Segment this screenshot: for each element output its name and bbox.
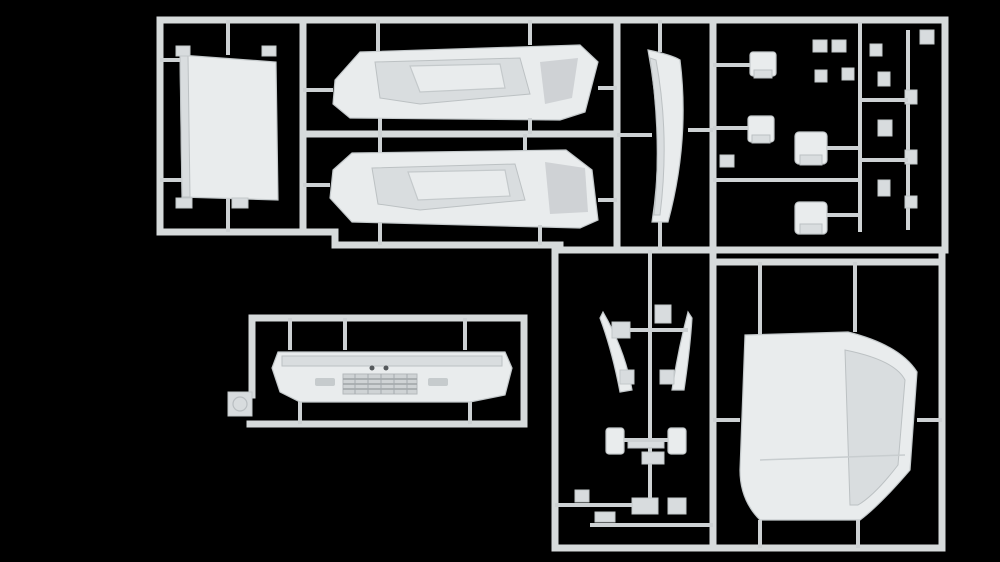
backing-panel — [160, 20, 279, 232]
door-panel-lower — [303, 134, 617, 245]
hood-panel — [713, 262, 942, 548]
small-parts-cluster-upper — [713, 29, 935, 235]
door-panel-upper — [303, 20, 617, 134]
bumper-grille — [342, 373, 418, 395]
front-bumper — [271, 351, 513, 403]
lower-right-sprue-frame — [551, 246, 946, 552]
small-parts-cluster-lower — [555, 427, 713, 527]
bumper-sprue-frame — [227, 314, 528, 428]
fender-flares — [599, 304, 693, 393]
rear-spoiler — [617, 20, 713, 250]
